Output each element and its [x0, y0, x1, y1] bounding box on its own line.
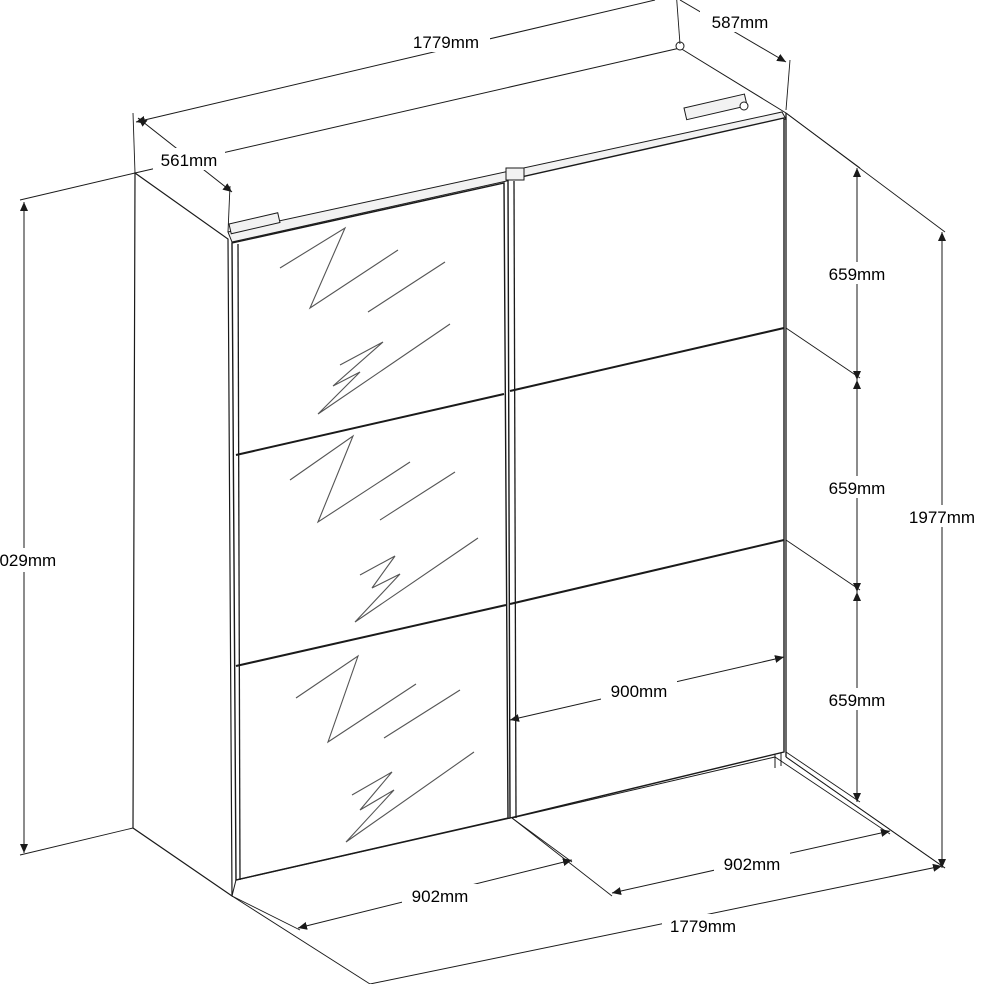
right-door-divider-2: [509, 539, 785, 605]
left-door: [231, 182, 509, 881]
ext-depth-left: [227, 185, 231, 233]
label-bg-depth-left: [153, 148, 225, 170]
top-right-edge: [679, 47, 787, 114]
ext-bottom-left: [231, 895, 371, 984]
wardrobe-body: [132, 41, 787, 898]
dim-top-width: [135, 0, 656, 124]
reflection-s-2: [354, 537, 479, 623]
label-bg-panel-3: [822, 688, 892, 710]
ext-top-right: [676, 0, 681, 45]
bracket-center: [505, 167, 525, 181]
label-bg-door-right: [714, 852, 790, 874]
left-door-stile: [237, 243, 241, 881]
label-bg-door-left: [402, 884, 478, 906]
label-top-width: 1779mm: [413, 33, 479, 52]
label-bg-inner-width: [601, 679, 677, 701]
label-depth-right: 587mm: [712, 13, 769, 32]
bottom-left-corner: [231, 879, 237, 897]
label-right-height: 1977mm: [909, 508, 975, 527]
ext-left-bottom: [19, 827, 134, 856]
reflection-z-1: [279, 226, 399, 310]
bracket-right: [683, 93, 748, 121]
label-panel-3: 659mm: [829, 691, 886, 710]
reflection-s-3: [345, 751, 475, 843]
reflection-z-3: [295, 654, 417, 744]
label-door-right-width: 902mm: [724, 855, 781, 874]
ext-depth-right: [785, 59, 791, 111]
right-door: [507, 117, 785, 819]
label-panel-1: 659mm: [829, 265, 886, 284]
reflection-s-1: [317, 323, 451, 415]
bottom-right-edge: [511, 756, 776, 819]
ext-door-left-right: [511, 817, 573, 863]
mirror-reflections: [279, 226, 479, 843]
ext-door-right-left: [511, 817, 613, 897]
left-door-divider-1: [235, 393, 505, 456]
label-panel-2: 659mm: [829, 479, 886, 498]
ext-top-left: [132, 112, 136, 174]
ext-panel-bottom: [785, 751, 861, 803]
label-inner-width: 900mm: [611, 682, 668, 701]
reflection-line-3a: [383, 689, 461, 739]
bracket-left: [228, 212, 281, 235]
label-bg-panel-2: [822, 476, 892, 498]
ext-left-top: [19, 172, 136, 201]
label-bg-panel-1: [822, 262, 892, 284]
label-bottom-width: 1779mm: [670, 917, 736, 936]
ext-panel-2: [785, 539, 861, 591]
dimension-labels: 1779mm 587mm 561mm 2029mm 659mm 659mm 65…: [0, 10, 982, 936]
ext-door-left-left: [231, 895, 301, 931]
label-door-left-width: 902mm: [412, 887, 469, 906]
reflection-z-2: [289, 434, 411, 524]
screw-top-right: [739, 101, 749, 111]
left-side-panel: [132, 171, 233, 898]
label-left-height: 2029mm: [0, 551, 56, 570]
reflection-line-2a: [379, 471, 456, 521]
label-bg-bottom-width: [662, 914, 744, 936]
label-bg-top-width: [402, 30, 490, 52]
label-bg-left-height: [0, 548, 64, 572]
label-bg-depth-right: [700, 10, 780, 32]
bottom-front-edge: [235, 817, 511, 881]
ext-door-right-right: [774, 756, 891, 835]
ext-right-top: [785, 112, 946, 233]
label-depth-left: 561mm: [161, 151, 218, 170]
ext-bottom-right: [785, 756, 946, 869]
dim-bottom-width: [369, 863, 943, 984]
reflection-line-1a: [367, 261, 446, 313]
right-door-divider-1: [509, 327, 785, 392]
left-door-divider-2: [235, 604, 507, 667]
label-bg-right-height: [902, 505, 982, 527]
ext-panel-1: [785, 327, 861, 379]
